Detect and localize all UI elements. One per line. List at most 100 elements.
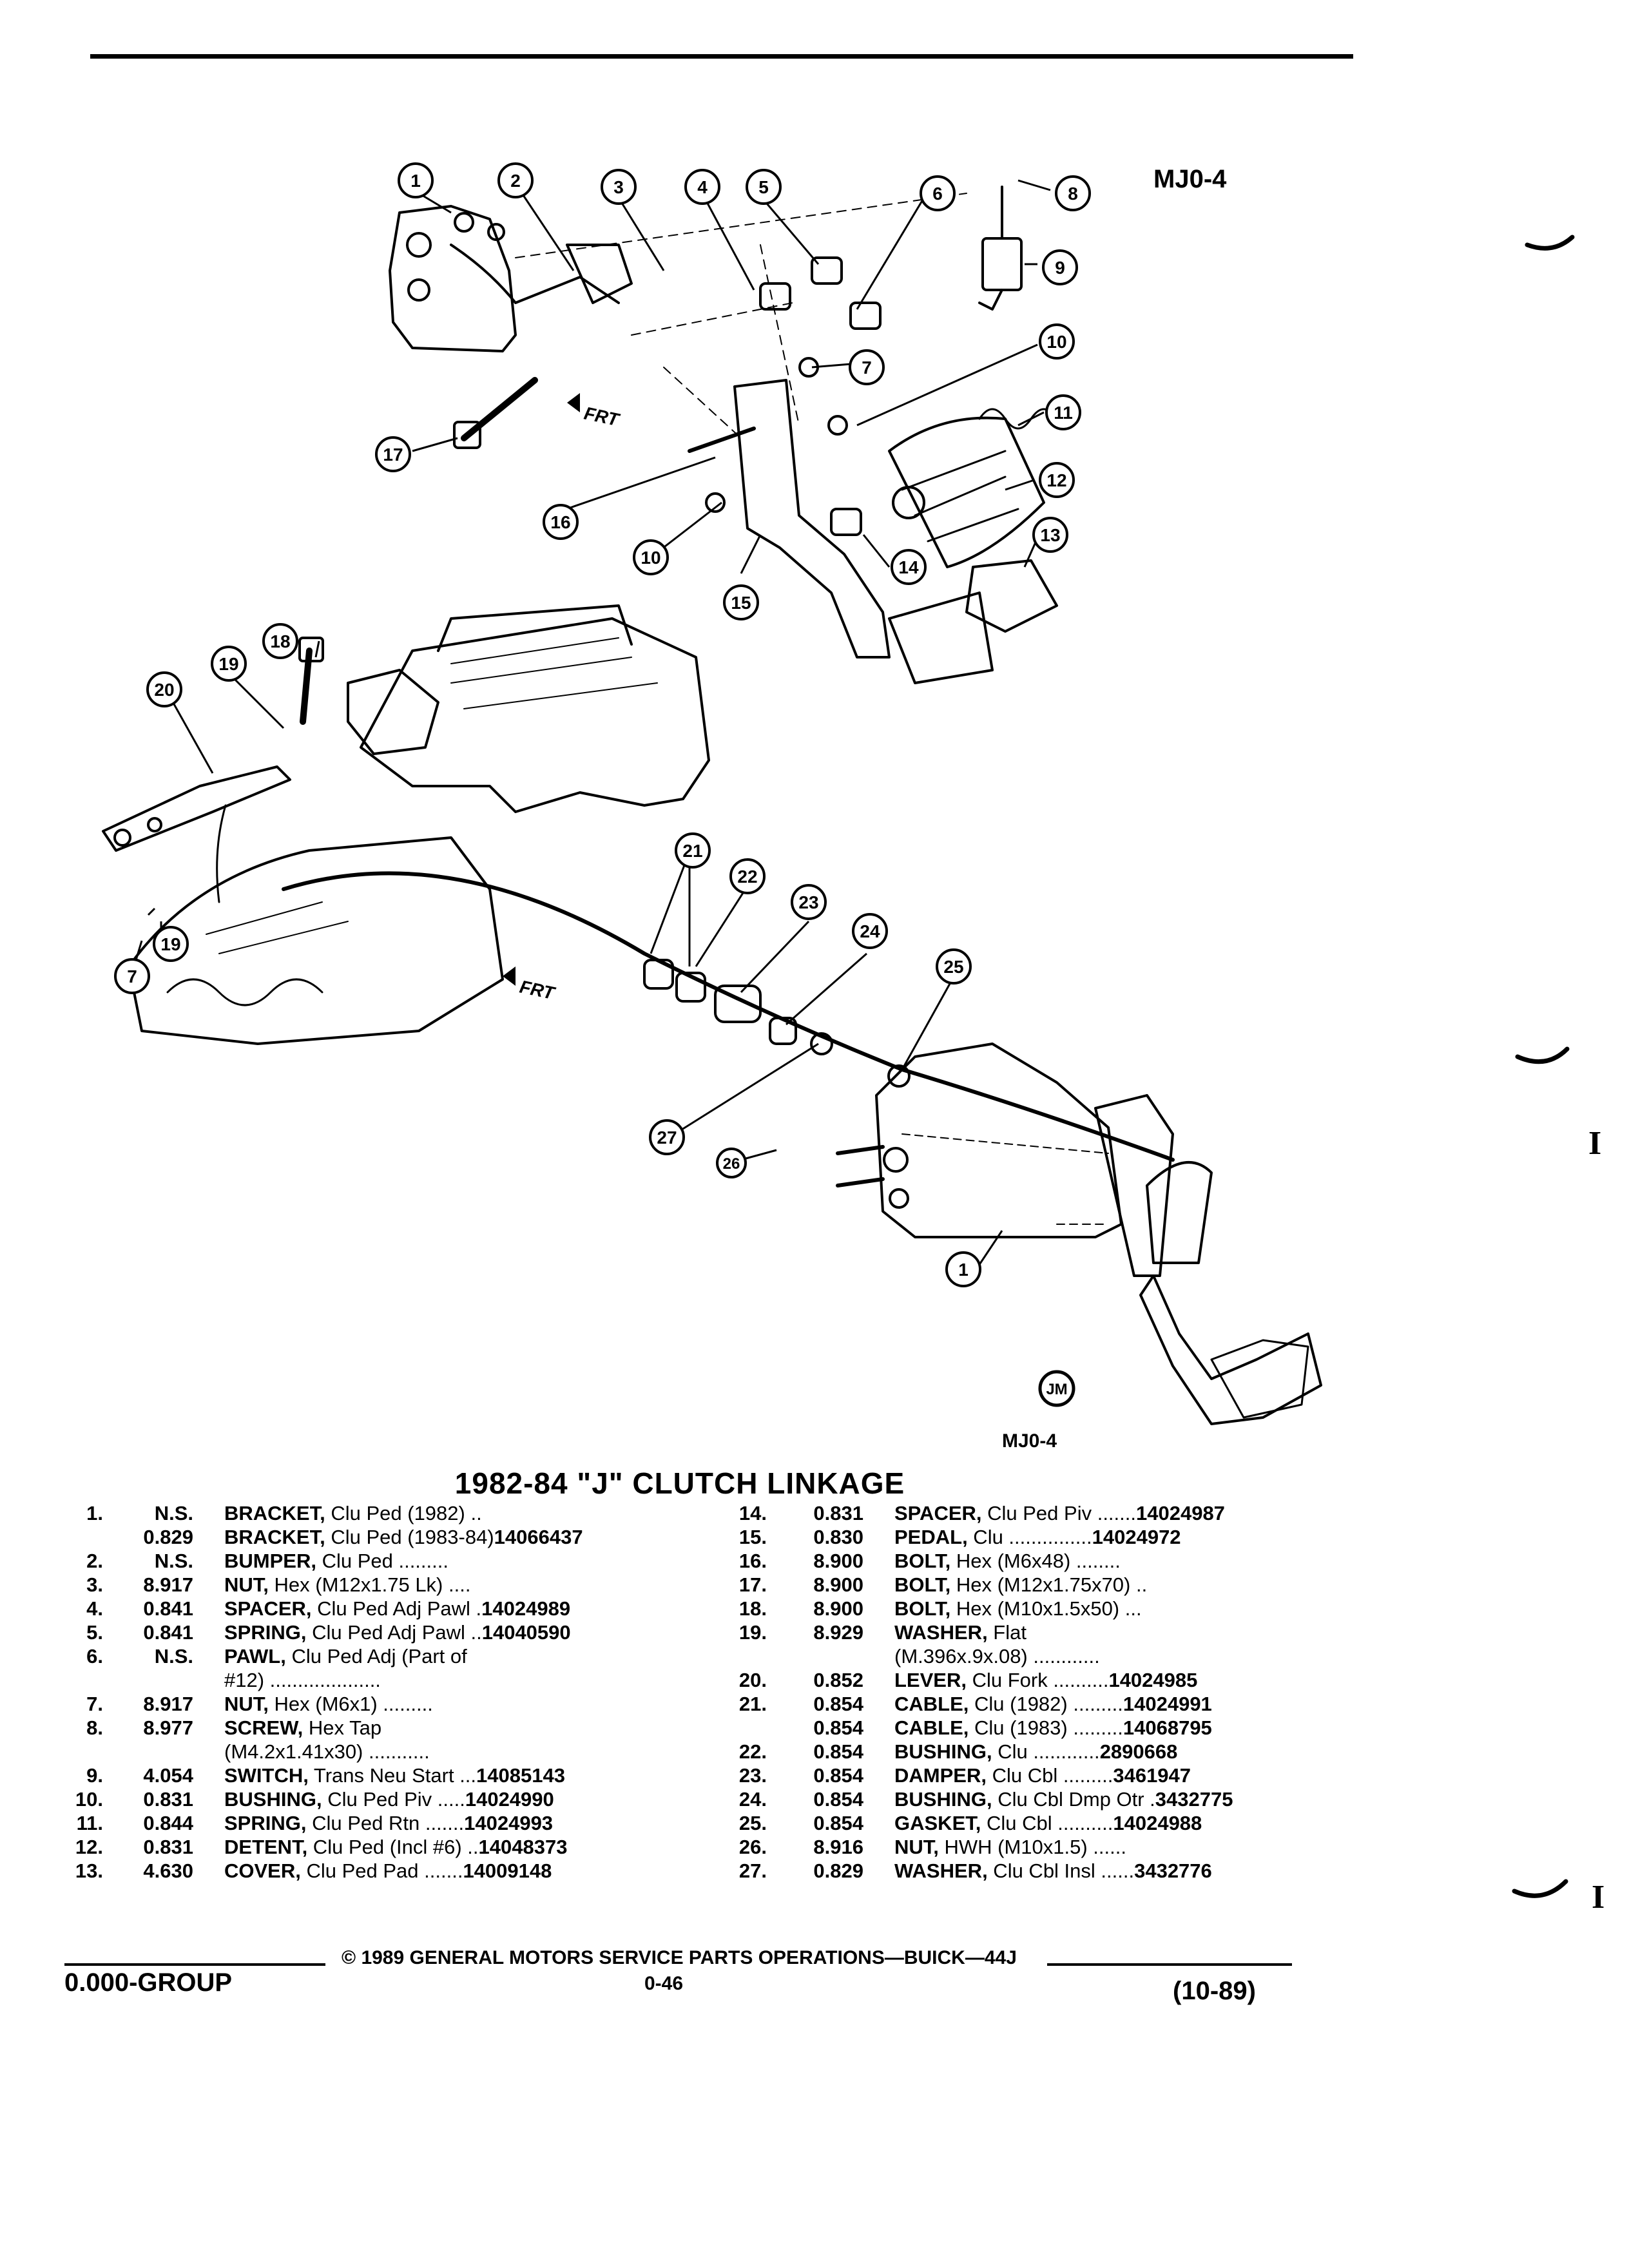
part-spec: Clu Ped Adj (Part of xyxy=(285,1645,467,1667)
part-spec: Clu Ped ......... xyxy=(316,1550,448,1572)
callout-19: 19 xyxy=(211,646,247,682)
part-row: 6.N.S.PAWL, Clu Ped Adj (Part of xyxy=(32,1644,696,1668)
part-name: CABLE, xyxy=(894,1693,969,1715)
part-spec: Clu Ped Piv ..... xyxy=(322,1788,465,1811)
part-spec: Clu Ped Adj Pawl . xyxy=(311,1597,482,1620)
callout-24: 24 xyxy=(852,913,888,949)
part-number: 3432776 xyxy=(1134,1860,1212,1882)
part-row: 2.N.S.BUMPER, Clu Ped ......... xyxy=(32,1549,696,1573)
part-number: 14024988 xyxy=(1113,1812,1202,1834)
figure-code-top: MJ0-4 xyxy=(1153,165,1227,193)
part-row: 5. 0.841 SPRING, Clu Ped Adj Pawl ..140405… xyxy=(32,1620,696,1644)
part-description: PEDAL, Clu ...............14024972 xyxy=(863,1525,1373,1549)
part-name: BUSHING, xyxy=(224,1788,322,1811)
part-spec: (M.396x.9x.08) ............ xyxy=(894,1645,1100,1667)
part-spec: Hex (M12x1.75x70) .. xyxy=(950,1573,1148,1596)
group-code: 0.854 xyxy=(813,1740,863,1763)
part-description: SPRING, Clu Ped Rtn .......14024993 xyxy=(193,1811,696,1835)
item-number: 14. xyxy=(738,1502,767,1524)
item-number: 10. xyxy=(75,1788,103,1811)
item-number: 24. xyxy=(738,1788,767,1811)
callout-3: 3 xyxy=(601,169,637,205)
part-description: BOLT, Hex (M6x48) ........ xyxy=(863,1549,1373,1573)
svg-text:6: 6 xyxy=(932,184,943,204)
part-spec: Clu ............... xyxy=(967,1526,1092,1548)
group-code: 0.831 xyxy=(813,1502,863,1524)
part-name: SPRING, xyxy=(224,1812,307,1834)
part-number: 14040590 xyxy=(481,1621,571,1644)
group-code: 0.854 xyxy=(813,1788,863,1811)
item-number xyxy=(702,1644,767,1668)
part-spec: Clu (1983) ......... xyxy=(969,1716,1123,1739)
item-number: 19. xyxy=(738,1621,767,1644)
part-description: BRACKET, Clu Ped (1983-84)14066437 xyxy=(193,1525,696,1549)
callout-6: 6 xyxy=(920,175,956,211)
svg-text:2: 2 xyxy=(510,171,521,191)
part-description: GASKET, Clu Cbl ..........14024988 xyxy=(863,1811,1373,1835)
item-number: 18. xyxy=(738,1597,767,1620)
part-name: DETENT, xyxy=(224,1836,308,1858)
callout-12: 12 xyxy=(1039,462,1075,498)
part-name: SPRING, xyxy=(224,1621,307,1644)
callout-18: 18 xyxy=(262,623,298,659)
part-name: BOLT, xyxy=(894,1573,951,1596)
part-description: SCREW, Hex Tap xyxy=(193,1716,696,1740)
svg-text:7: 7 xyxy=(127,966,137,986)
item-number: 5. xyxy=(86,1621,103,1644)
group-code: 0.830 xyxy=(813,1526,863,1548)
item-number: 1. xyxy=(86,1502,103,1524)
group-code: 0.854 xyxy=(813,1764,863,1787)
part-row: (M.396x.9x.08) ............ xyxy=(702,1644,1373,1668)
part-number: 14009148 xyxy=(463,1860,552,1882)
part-spec: Clu Cbl Dmp Otr . xyxy=(992,1788,1155,1811)
part-spec: Clu Ped Adj Pawl .. xyxy=(306,1621,482,1644)
svg-text:24: 24 xyxy=(860,921,880,941)
callout-20: 20 xyxy=(146,671,182,707)
part-name: GASKET, xyxy=(894,1812,981,1834)
callout-23: 23 xyxy=(791,884,827,920)
item-number: 12. xyxy=(75,1836,103,1858)
svg-text:25: 25 xyxy=(943,957,963,977)
group-code: 8.929 xyxy=(813,1621,863,1644)
part-name: BRACKET, xyxy=(224,1502,325,1524)
svg-text:14: 14 xyxy=(898,557,919,577)
part-spec: Clu Ped (1983-84) xyxy=(325,1526,494,1548)
group-code xyxy=(103,1668,193,1692)
figure-code-bottom: MJ0-4 xyxy=(1002,1430,1057,1452)
part-name: PAWL, xyxy=(224,1645,286,1667)
callout-1: 1 xyxy=(398,162,434,198)
part-description: BOLT, Hex (M10x1.5x50) ... xyxy=(863,1597,1373,1620)
group-code: 0.831 xyxy=(143,1836,193,1858)
part-name: SPACER, xyxy=(224,1597,312,1620)
part-description: DETENT, Clu Ped (Incl #6) ..14048373 xyxy=(193,1835,696,1859)
jm-logo: JM xyxy=(1038,1370,1075,1407)
svg-text:11: 11 xyxy=(1054,403,1073,423)
item-number: 25. xyxy=(738,1812,767,1834)
svg-text:13: 13 xyxy=(1040,525,1060,545)
item-number: 21. xyxy=(738,1693,767,1715)
part-spec: Hex Tap xyxy=(303,1716,382,1739)
engine-block xyxy=(360,617,710,813)
group-code: 0.829 xyxy=(813,1860,863,1882)
part-description: NUT, HWH (M10x1.5) ...... xyxy=(863,1835,1373,1859)
part-description: CABLE, Clu (1983) .........14068795 xyxy=(863,1716,1373,1740)
svg-text:10: 10 xyxy=(641,548,660,568)
svg-text:19: 19 xyxy=(218,654,238,674)
group-code: 0.841 xyxy=(143,1621,193,1644)
group-code: 0.854 xyxy=(813,1812,863,1834)
item-number: 22. xyxy=(738,1740,767,1763)
group-code: 8.917 xyxy=(143,1573,193,1596)
part-spec: (M4.2x1.41x30) ........... xyxy=(224,1740,430,1763)
